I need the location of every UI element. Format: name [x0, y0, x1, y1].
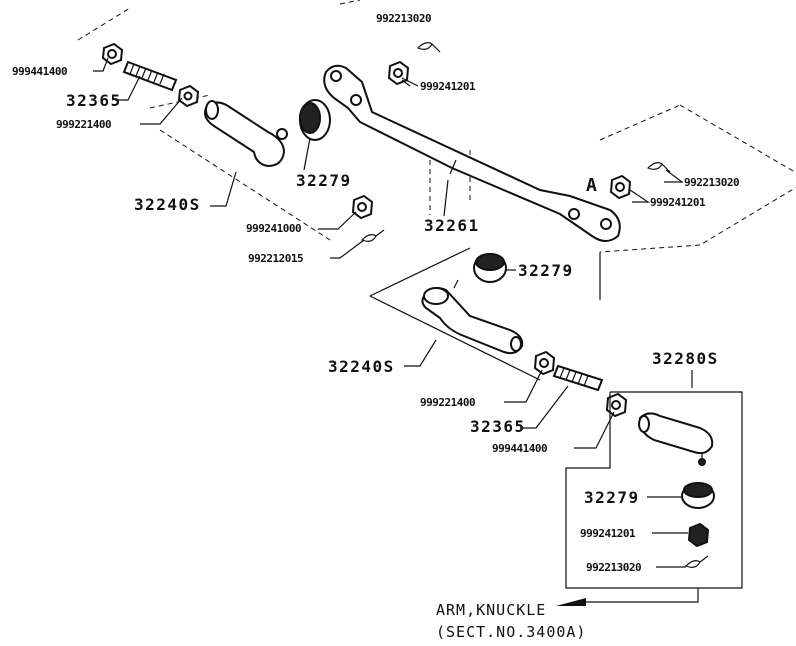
kit-tie-rod-end	[638, 412, 714, 466]
bushing-lower	[473, 253, 507, 283]
nut-lower	[605, 392, 628, 418]
nut-upper-end	[351, 194, 374, 220]
label-nut-left-top: 999441400	[12, 65, 67, 78]
cotter-upper-end	[360, 229, 385, 242]
assembly-outline-lower	[369, 247, 601, 381]
kit-cotter	[684, 555, 709, 568]
tie-rod-end-lower	[421, 279, 524, 355]
drag-link	[323, 64, 621, 242]
bolt-left-top	[122, 60, 178, 92]
locknut-lower	[533, 350, 556, 376]
nut-right	[609, 174, 632, 200]
tie-rod-end-upper	[204, 100, 288, 168]
nut-center-top	[387, 60, 410, 86]
label-ref-line1: ARM,KNUCKLE	[436, 601, 546, 619]
label-view-a: A	[586, 175, 597, 196]
bolt-lower	[552, 364, 604, 392]
label-drag-link: 32261	[424, 216, 480, 235]
nut-left-top	[101, 42, 124, 66]
label-nut-right: 999241201	[650, 196, 706, 209]
label-cotter-right: 992213020	[684, 176, 739, 189]
label-locknut-left-top: 999221400	[56, 118, 111, 131]
bushing-upper	[299, 99, 331, 141]
label-assembly-kit: 32280S	[652, 349, 719, 368]
label-top-cotter: 992213020	[376, 12, 431, 25]
locknut-left-top	[177, 84, 200, 108]
label-kit-bushing: 32279	[584, 488, 640, 507]
label-kit-cotter: 992213020	[586, 561, 641, 574]
label-kit-nut: 999241201	[580, 527, 636, 540]
label-cotter-upper-end: 992212015	[248, 252, 303, 265]
label-ref-line2: (SECT.NO.3400A)	[436, 623, 586, 641]
kit-box	[565, 391, 743, 589]
label-bolt-left-top: 32365	[66, 91, 122, 110]
label-nut-center-top: 999241201	[420, 80, 476, 93]
kit-nut	[687, 522, 710, 548]
label-nut-upper-end: 999241000	[246, 222, 301, 235]
cotter-right	[646, 162, 671, 173]
label-locknut-lower: 999221400	[420, 396, 475, 409]
kit-bushing	[681, 482, 715, 509]
label-bolt-lower: 32365	[470, 417, 526, 436]
assembly-outline-right	[599, 104, 796, 253]
label-bushing-lower: 32279	[518, 261, 574, 280]
label-nut-lower: 999441400	[492, 442, 547, 455]
label-bushing-upper: 32279	[296, 171, 352, 190]
cotter-top	[416, 42, 441, 53]
label-tie-rod-end-lower: 32240S	[328, 357, 395, 376]
label-tie-rod-end-upper: 32240S	[134, 195, 201, 214]
leader-lines	[93, 57, 699, 606]
